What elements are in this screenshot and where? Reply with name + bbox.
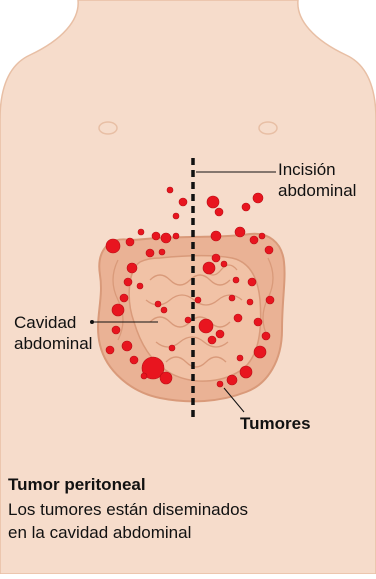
tumor-nodule [208, 336, 216, 344]
tumor-nodule [169, 345, 175, 351]
tumor-nodule [106, 239, 120, 253]
tumor-nodule [242, 203, 250, 211]
tumor-nodule [250, 236, 258, 244]
caption-line-2: en la cavidad abdominal [8, 523, 191, 543]
tumor-nodule [112, 326, 120, 334]
tumor-nodule [237, 355, 243, 361]
tumor-nodule [185, 317, 191, 323]
tumor-nodule [216, 330, 224, 338]
tumor-nodule [160, 372, 172, 384]
tumor-nodule [141, 373, 147, 379]
tumor-nodule [112, 304, 124, 316]
tumor-nodule [259, 233, 265, 239]
tumor-nodule [126, 238, 134, 246]
tumor-nodule [207, 196, 219, 208]
tumor-nodule [146, 249, 154, 257]
tumor-nodule [247, 299, 253, 305]
tumor-nodule [120, 294, 128, 302]
cavity-leader-dot [90, 320, 94, 324]
tumor-nodule [253, 193, 263, 203]
tumor-nodule [203, 262, 215, 274]
tumor-nodule [122, 341, 132, 351]
tumor-nodule [212, 254, 220, 262]
cavity-label-line1: Cavidad [14, 313, 76, 333]
tumor-nodule [227, 375, 237, 385]
tumor-nodule [138, 229, 144, 235]
tumor-nodule [229, 295, 235, 301]
cavity-label-line2: abdominal [14, 334, 92, 354]
tumor-nodule [127, 263, 137, 273]
tumor-nodule [199, 319, 213, 333]
tumor-nodule [254, 318, 262, 326]
tumor-nodule [233, 277, 239, 283]
tumor-nodule [179, 198, 187, 206]
tumor-nodule [215, 208, 223, 216]
tumor-nodule [124, 278, 132, 286]
tumor-nodule [173, 233, 179, 239]
tumor-nodule [106, 346, 114, 354]
tumor-nodule [130, 356, 138, 364]
tumor-nodule [167, 187, 173, 193]
tumor-nodule [265, 246, 273, 254]
tumor-nodule [211, 231, 221, 241]
tumor-nodule [155, 301, 161, 307]
incision-label-line1: Incisión [278, 160, 336, 180]
tumor-nodule [195, 297, 201, 303]
tumor-nodule [266, 296, 274, 304]
tumor-nodule [254, 346, 266, 358]
incision-label-line2: abdominal [278, 181, 356, 201]
caption-line-1: Los tumores están diseminados [8, 500, 248, 520]
tumor-nodule [152, 232, 160, 240]
tumor-nodule [217, 381, 223, 387]
tumor-nodule [240, 366, 252, 378]
tumors-label: Tumores [240, 414, 311, 434]
tumor-nodule [234, 314, 242, 322]
tumor-nodule [262, 332, 270, 340]
tumor-nodule [248, 278, 256, 286]
tumor-nodule [221, 261, 227, 267]
tumor-nodule [161, 307, 167, 313]
tumor-nodule [161, 233, 171, 243]
tumor-nodule [159, 249, 165, 255]
tumor-nodule [235, 227, 245, 237]
tumor-nodule [137, 283, 143, 289]
tumor-nodule [173, 213, 179, 219]
caption-title: Tumor peritoneal [8, 475, 146, 495]
